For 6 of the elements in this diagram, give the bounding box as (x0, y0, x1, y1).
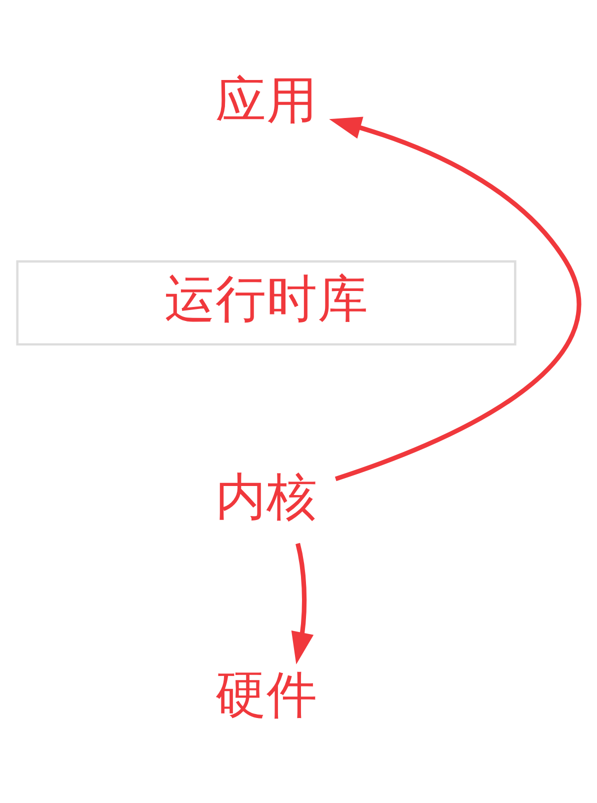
arrow (329, 116, 581, 481)
node-text: 硬件 (215, 664, 318, 724)
node-text: 应用 (215, 70, 318, 130)
node-box: 运行时库 (16, 260, 516, 346)
arrow (291, 542, 314, 664)
node-text: 内核 (215, 466, 318, 526)
